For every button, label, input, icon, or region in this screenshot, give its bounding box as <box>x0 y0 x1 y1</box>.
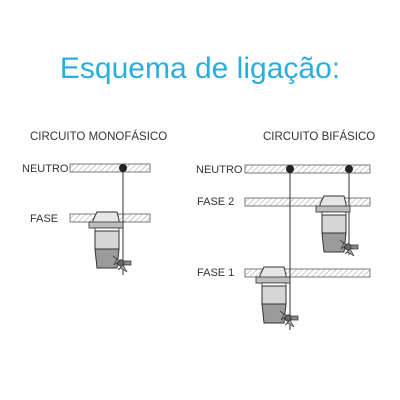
mono-fase-label: FASE <box>30 213 58 225</box>
mono-neutral-wire <box>119 164 127 275</box>
bi-fase1-label: FASE 1 <box>197 267 234 279</box>
bi-fase2-bar <box>244 197 371 207</box>
mono-neutro-bar <box>69 163 151 173</box>
bi-neutro-bar <box>244 164 371 174</box>
diagram-title: Esquema de ligação: <box>59 52 341 85</box>
bi-neutro-label: NEUTRO <box>196 164 243 176</box>
bi-fase1-bar <box>244 268 371 278</box>
bi-neutral-wire-1 <box>286 165 294 330</box>
mono-heading: CIRCUITO MONOFÁSICO <box>30 130 167 143</box>
mono-neutro-label: NEUTRO <box>22 163 69 175</box>
bi-fase2-label: FASE 2 <box>197 196 234 208</box>
bi-heading: CIRCUITO BIFÁSICO <box>263 130 375 143</box>
